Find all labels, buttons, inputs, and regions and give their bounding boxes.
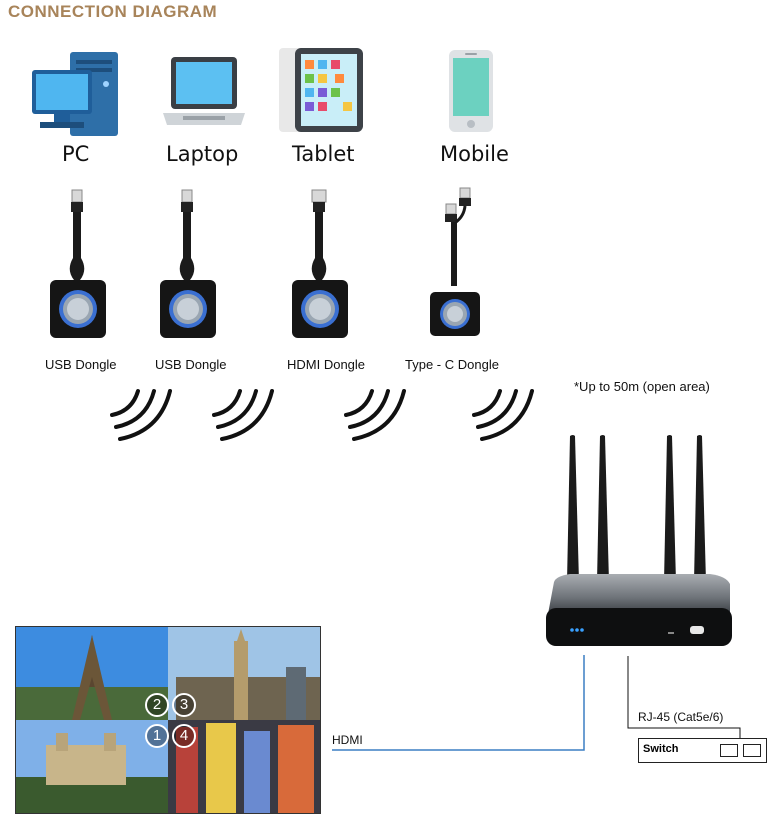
range-note: *Up to 50m (open area) — [574, 379, 710, 394]
screen-marker-1: 1 — [145, 724, 169, 748]
ethernet-port-icon — [720, 744, 738, 757]
diagram-title: CONNECTION DIAGRAM — [8, 2, 218, 21]
switch-label: Switch — [643, 743, 679, 755]
mobile-icon — [447, 48, 495, 134]
dongle-label-type-c: Type - C Dongle — [405, 357, 499, 372]
type-c-dongle-icon — [426, 186, 488, 342]
wireless-signal-icon — [470, 385, 540, 443]
receiver-box-icon — [540, 432, 740, 652]
dongle-label-usb-2: USB Dongle — [155, 357, 227, 372]
device-label-tablet: Tablet — [292, 142, 355, 166]
screen-marker-3: 3 — [172, 693, 196, 717]
tablet-icon — [277, 46, 365, 134]
dongle-label-usb-1: USB Dongle — [45, 357, 117, 372]
wireless-signal-icon — [108, 385, 178, 443]
device-label-mobile: Mobile — [440, 142, 509, 166]
screen-marker-4: 4 — [172, 724, 196, 748]
hdmi-label: HDMI — [332, 733, 363, 747]
rj45-label: RJ-45 (Cat5e/6) — [638, 710, 724, 724]
display-wall: 2 3 1 4 — [15, 626, 321, 814]
network-switch: Switch — [638, 738, 767, 763]
wireless-signal-icon — [342, 385, 412, 443]
screen-marker-2: 2 — [145, 693, 169, 717]
ethernet-port-icon — [743, 744, 761, 757]
device-label-laptop: Laptop — [166, 142, 239, 166]
laptop-icon — [161, 55, 247, 131]
hdmi-dongle-icon — [290, 188, 350, 340]
usb-dongle-icon — [48, 188, 108, 340]
device-label-pc: PC — [62, 142, 90, 166]
usb-dongle-icon — [158, 188, 218, 340]
wireless-signal-icon — [210, 385, 280, 443]
pc-icon — [30, 50, 122, 138]
dongle-label-hdmi: HDMI Dongle — [287, 357, 366, 372]
